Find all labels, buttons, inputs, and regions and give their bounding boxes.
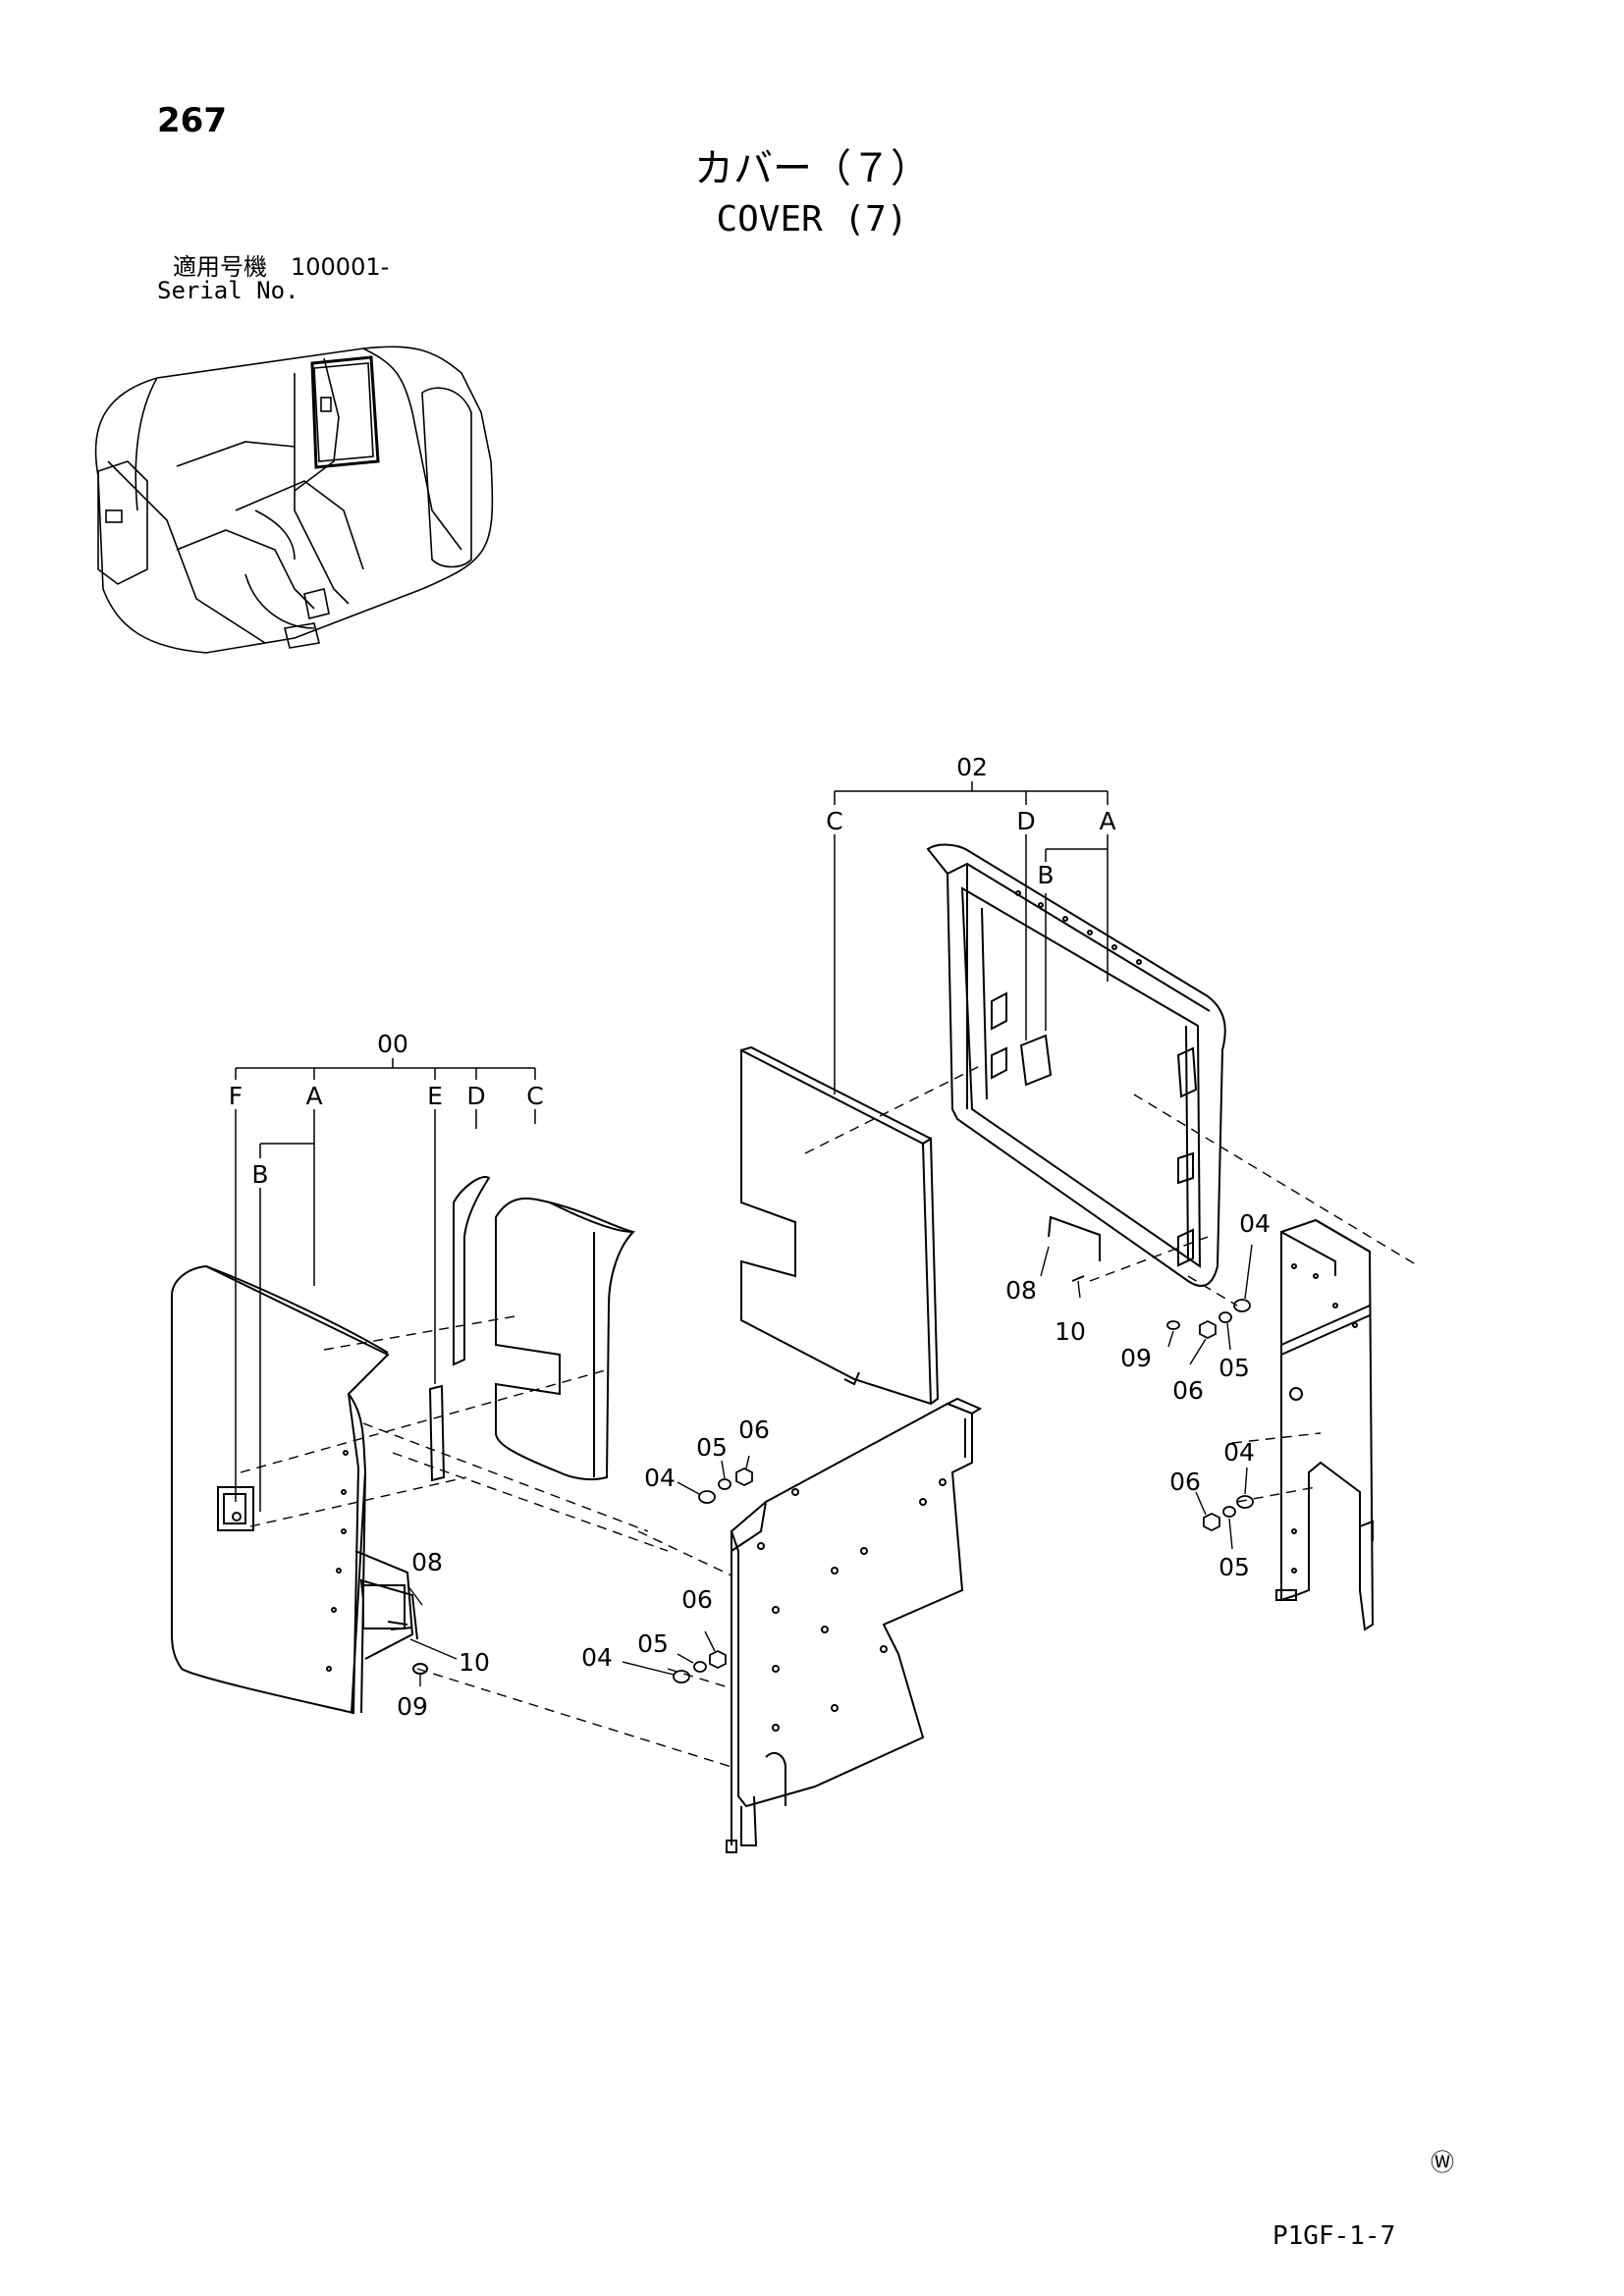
- callout-04-upper: 04: [1239, 1209, 1271, 1238]
- callout-00-a: A: [305, 1082, 322, 1110]
- watermark-w: Ⓦ: [1431, 2149, 1454, 2176]
- callout-10-lower: 10: [459, 1648, 490, 1677]
- figure-code: P1GF-1-7: [1272, 2221, 1396, 2251]
- callout-02-d: D: [1016, 807, 1035, 835]
- callout-02-a: A: [1099, 807, 1115, 835]
- callout-00-d: D: [466, 1082, 485, 1110]
- key-drawing: [94, 346, 494, 654]
- latch-lower: [359, 1215, 1101, 1675]
- callout-05-mid: 05: [696, 1433, 728, 1462]
- callout-05-right: 05: [1218, 1553, 1250, 1581]
- callout-08-lower: 08: [411, 1548, 443, 1576]
- callout-00-e: E: [427, 1082, 443, 1110]
- serial-label-english: Serial No.: [157, 277, 299, 304]
- callout-06-right: 06: [1169, 1468, 1201, 1496]
- pad-panel-left: [495, 1197, 635, 1481]
- callout-00-b: B: [251, 1160, 268, 1189]
- callout-02: 02: [956, 753, 988, 781]
- callout-04-mid: 04: [644, 1464, 676, 1492]
- left-side-cover: [171, 1264, 414, 1715]
- callout-bracket-00: [235, 1058, 536, 1512]
- dashed-guides-lower: [240, 1314, 1322, 1768]
- leader-lines: [406, 1244, 1253, 1686]
- callout-10-upper: 10: [1055, 1317, 1086, 1346]
- callout-06-mid: 06: [738, 1415, 770, 1444]
- callout-00-c: C: [526, 1082, 543, 1110]
- callout-09-lower: 09: [397, 1692, 428, 1721]
- callout-02-c: C: [826, 807, 842, 835]
- dashed-guides-upper: [804, 1064, 1420, 1307]
- callout-00: 00: [377, 1030, 408, 1058]
- door-frame: [926, 843, 1226, 1287]
- title-japanese: カバー（７）: [694, 146, 930, 191]
- callout-05-low: 05: [637, 1629, 669, 1658]
- callout-05-upper: 05: [1218, 1354, 1250, 1382]
- callout-08-upper: 08: [1005, 1276, 1037, 1305]
- callout-06-upper: 06: [1172, 1376, 1204, 1405]
- pad-panel-upper: [740, 1045, 940, 1406]
- trim-strips: [428, 1176, 491, 1482]
- title-english: COVER (7): [716, 199, 908, 240]
- callout-00-f: F: [229, 1082, 243, 1110]
- hardware-washers-nuts: [673, 1299, 1254, 1683]
- callout-02-b: B: [1037, 861, 1054, 889]
- callout-bracket-02: [834, 781, 1109, 1095]
- callout-09-upper: 09: [1120, 1344, 1152, 1372]
- callout-04-low: 04: [581, 1643, 613, 1672]
- lower-center-plate: [726, 1397, 983, 1853]
- serial-label-japanese: 適用号機 100001-: [173, 253, 390, 281]
- page-number: 267: [157, 101, 227, 140]
- right-frame-bracket: [1275, 1218, 1375, 1631]
- callout-06-low: 06: [681, 1585, 713, 1614]
- callout-04-right: 04: [1223, 1438, 1255, 1467]
